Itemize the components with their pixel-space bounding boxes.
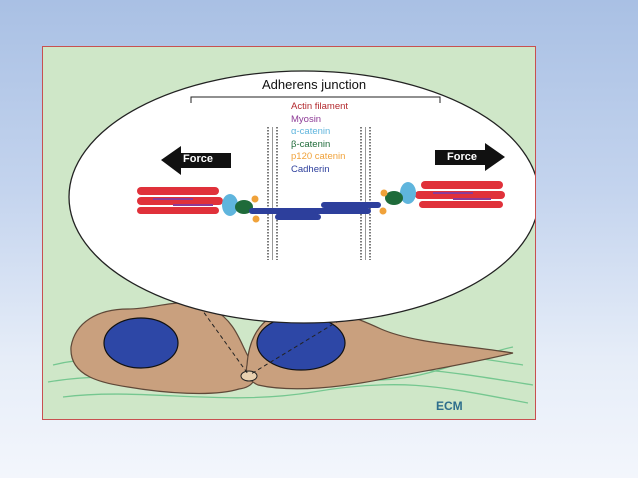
catenin-complex-right bbox=[379, 182, 416, 215]
catenin-complex-left bbox=[222, 194, 260, 223]
ecm-label: ECM bbox=[436, 399, 463, 413]
right-membrane bbox=[360, 127, 371, 260]
legend-p120-catenin: p120 catenin bbox=[291, 151, 346, 162]
legend-myosin: Myosin bbox=[291, 113, 322, 125]
actin-filament-left bbox=[137, 187, 223, 214]
force-label-left: Force bbox=[183, 153, 213, 165]
left-membrane bbox=[267, 127, 278, 260]
force-label-right: Force bbox=[447, 151, 477, 163]
legend-beta-catenin: β-catenin bbox=[291, 138, 331, 150]
junction-contact-point bbox=[240, 370, 258, 382]
junction-title: Adherens junction bbox=[262, 77, 367, 92]
force-arrow-right bbox=[435, 143, 505, 171]
actin-filament-right bbox=[415, 181, 505, 208]
junction-bracket bbox=[190, 96, 441, 103]
force-arrow-left bbox=[161, 146, 231, 175]
adherens-junction-illustration bbox=[47, 70, 535, 404]
legend: Actin filament Myosin α-catenin β-cateni… bbox=[291, 101, 348, 176]
legend-cadherin: Cadherin bbox=[291, 163, 330, 175]
diagram-panel: Adherens junction Actin filament Myosin … bbox=[42, 46, 536, 420]
legend-alpha-catenin: α-catenin bbox=[291, 126, 331, 137]
cadherin-chain bbox=[249, 202, 381, 220]
legend-actin-filament: Actin filament bbox=[291, 101, 349, 112]
magnified-view bbox=[68, 70, 535, 324]
myosin-right bbox=[433, 192, 491, 200]
left-cell-nucleus bbox=[103, 317, 179, 369]
myosin-left bbox=[153, 198, 213, 206]
